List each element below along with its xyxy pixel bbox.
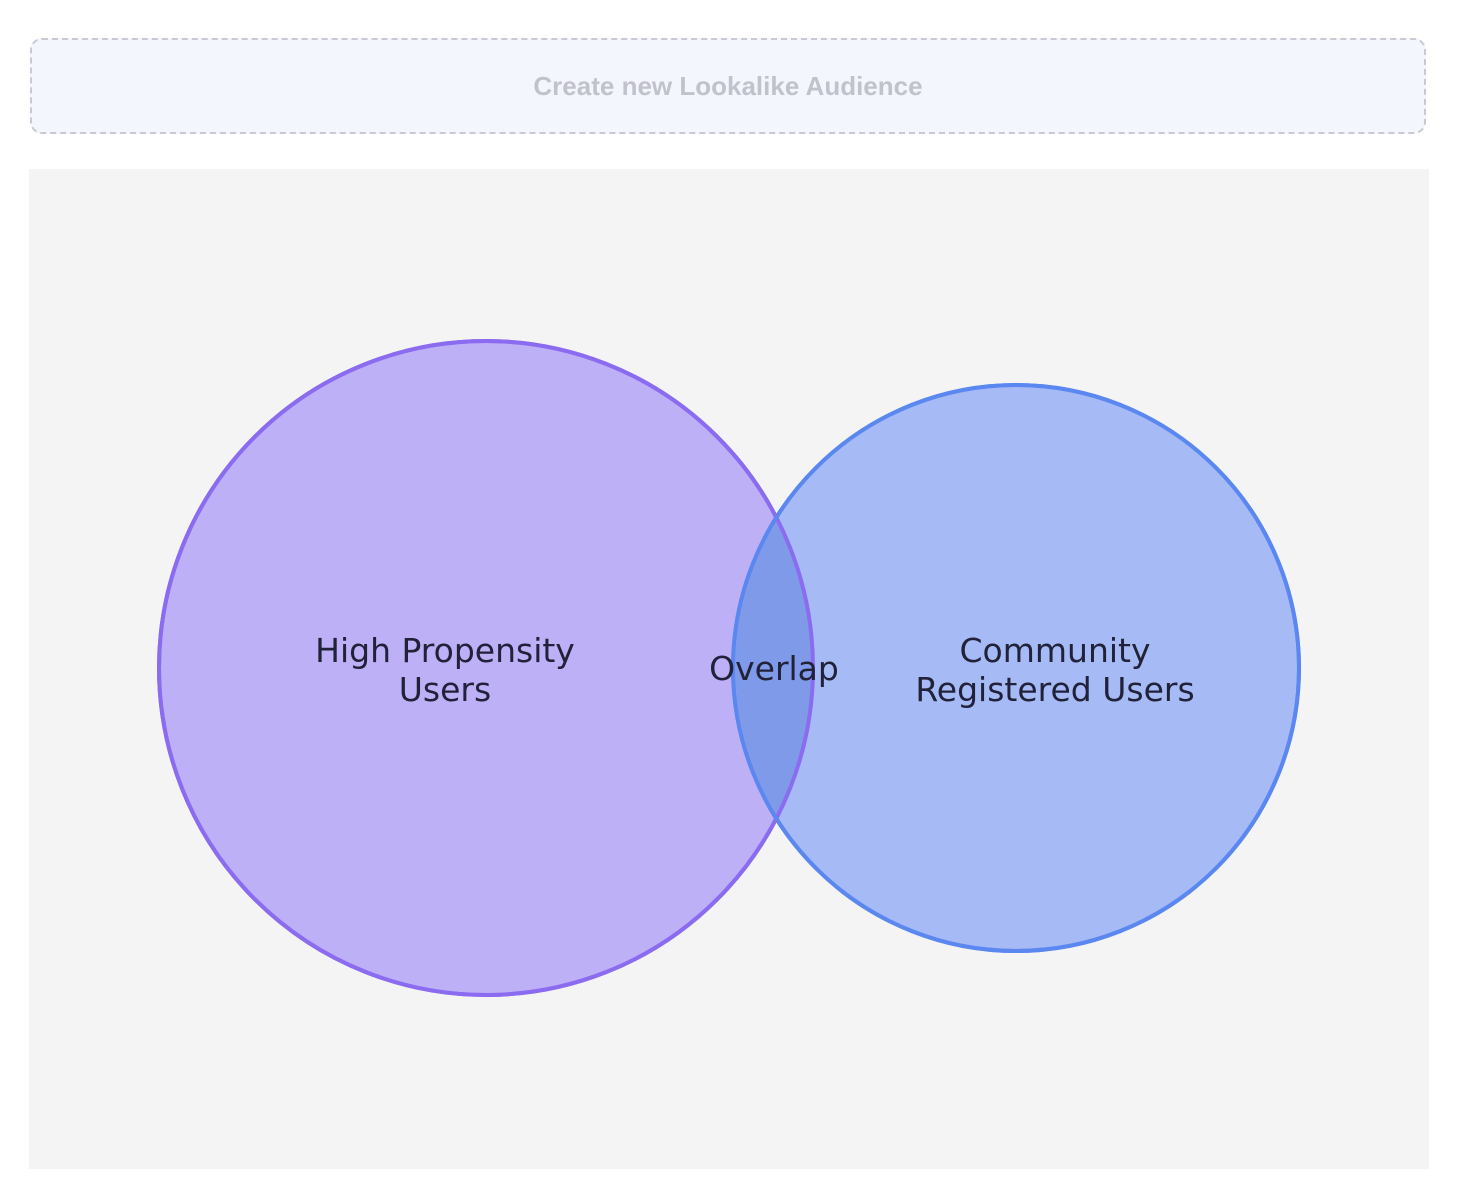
venn-label-left-line1: High Propensity bbox=[315, 631, 575, 670]
venn-circle-right-outline bbox=[731, 383, 1301, 953]
create-lookalike-audience-button[interactable]: Create new Lookalike Audience bbox=[30, 38, 1426, 134]
venn-diagram-panel: High Propensity Users Overlap Community … bbox=[29, 169, 1429, 1169]
venn-circle-left-outline bbox=[157, 339, 815, 997]
venn-label-right-line1: Community bbox=[960, 631, 1151, 670]
venn-label-overlap: Overlap bbox=[709, 649, 839, 688]
create-lookalike-audience-label: Create new Lookalike Audience bbox=[533, 70, 923, 101]
venn-label-right-line2: Registered Users bbox=[915, 670, 1194, 709]
venn-diagram: High Propensity Users Overlap Community … bbox=[157, 339, 1301, 997]
venn-label-left-line2: Users bbox=[399, 670, 491, 709]
